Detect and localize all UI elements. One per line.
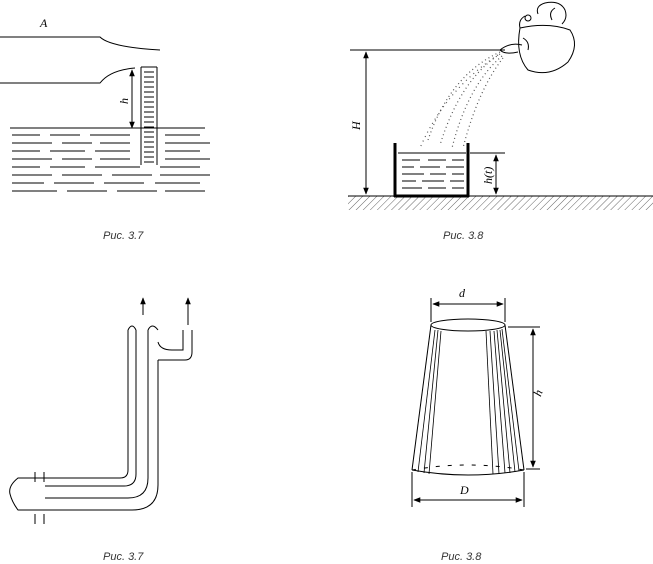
tube-opening-left	[127, 325, 137, 331]
pouring-stream	[419, 51, 504, 149]
container	[393, 143, 470, 198]
tube-opening-right	[147, 325, 159, 331]
tube-wall-3	[45, 330, 149, 499]
tube-end	[9, 477, 38, 511]
caption-fig-top-right: Рис. 3.8	[443, 230, 484, 242]
ground-hatch	[348, 196, 653, 210]
cone-right-side	[504, 324, 525, 471]
caption-fig-bottom-left: Рис. 3.7	[103, 551, 144, 563]
kettle-icon	[499, 1, 575, 74]
label-h: h	[117, 98, 131, 104]
label-d: d	[459, 286, 466, 300]
label-h-cone: h	[530, 388, 545, 398]
tube-wall-2	[45, 330, 137, 487]
branch-outer	[158, 330, 193, 361]
figure-truncated-cone: d D h Рис. 3.8	[411, 286, 546, 563]
flange-joint	[38, 477, 45, 511]
label-D: D	[459, 483, 469, 497]
tube-wall-1	[45, 330, 129, 479]
caption-fig-top-left: Рис. 3.7	[103, 230, 144, 242]
cone-shading	[417, 328, 520, 475]
figure-bent-tube: Рис. 3.7	[9, 297, 193, 563]
cone-left-side	[411, 324, 432, 471]
caption-fig-bottom-right: Рис. 3.8	[441, 551, 482, 563]
label-a: A	[39, 16, 48, 30]
figure-pipe-jet: A h Рис. 3.7	[0, 16, 210, 242]
figure-kettle-container: H h(t) Рис. 3.8	[348, 1, 653, 242]
cone-bottom-back	[411, 464, 525, 471]
cone-top-ellipse	[430, 318, 506, 332]
water-body	[10, 127, 210, 192]
pipe-bottom-wall	[0, 67, 136, 84]
branch-inner	[157, 330, 184, 351]
label-H: H	[349, 120, 363, 131]
pitot-tube	[140, 66, 158, 165]
label-ht: h(t)	[481, 167, 495, 184]
pipe-top-wall	[0, 36, 161, 51]
tube-wall-4	[45, 360, 159, 511]
